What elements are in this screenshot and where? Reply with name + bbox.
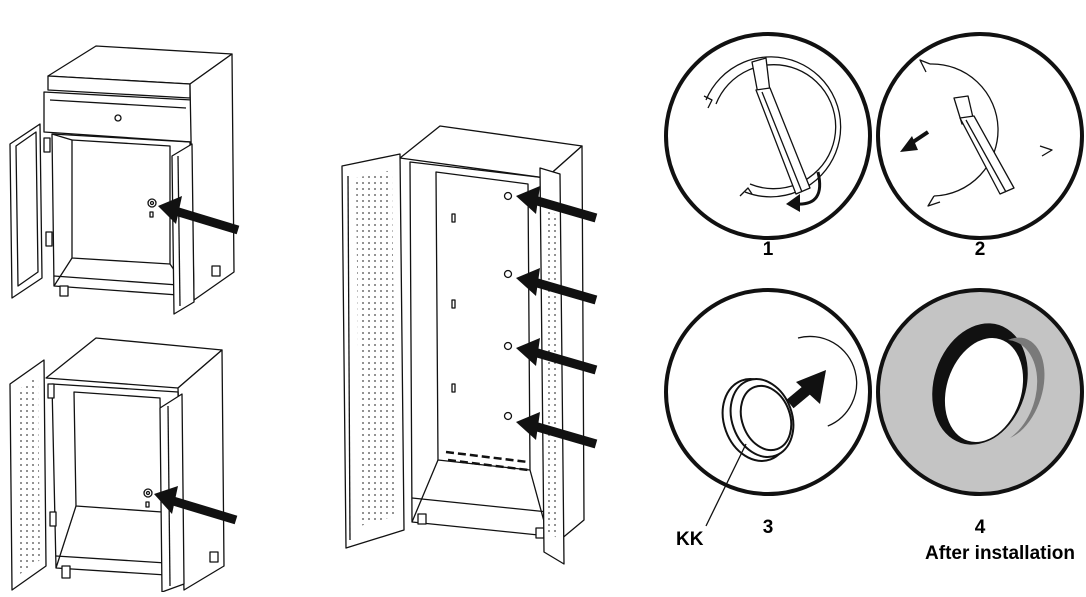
screwdriver-icon — [751, 57, 811, 195]
arrow-icon — [158, 196, 240, 235]
arrow-icon — [516, 412, 598, 449]
arrow-icon — [516, 338, 598, 375]
two-door-cabinet-icon — [9, 337, 238, 593]
final-caption: After installation — [925, 543, 1075, 564]
arrow-icon — [154, 486, 238, 525]
arrow-icon — [900, 130, 930, 152]
part-label: KK — [676, 529, 704, 550]
step-label: 2 — [974, 239, 986, 260]
step-4-detail — [876, 288, 1084, 496]
grommet-icon — [721, 378, 795, 462]
drawer-cabinet-icon — [9, 45, 240, 315]
step-label: 4 — [974, 517, 986, 538]
screwdriver-icon — [953, 95, 1015, 195]
tall-cabinet-icon — [341, 125, 598, 565]
arrow-icon — [516, 186, 598, 223]
step-2-detail — [876, 32, 1084, 240]
step-3-detail — [664, 288, 872, 527]
arrow-icon — [786, 370, 826, 409]
step-label: 3 — [762, 517, 774, 538]
step-label: 1 — [762, 239, 774, 260]
step-1-detail — [664, 32, 872, 240]
arrow-icon — [516, 268, 598, 305]
